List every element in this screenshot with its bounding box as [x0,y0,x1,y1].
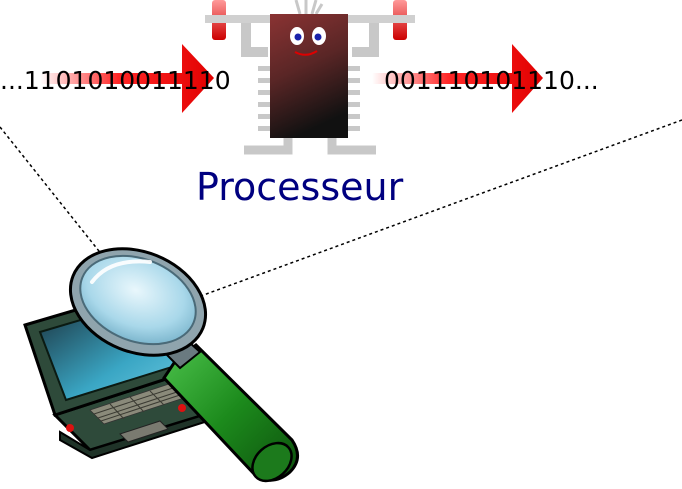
input-arrow [40,44,214,113]
processor-label: Processeur [196,165,404,209]
input-bitstream: ...1101010011110 [0,66,231,95]
output-bitstream: 001110101110... [384,66,599,95]
magnifying-glass-icon [68,247,299,483]
output-arrow [372,44,543,113]
zoom-line-left [0,126,143,306]
processor-chip-icon [205,0,415,155]
zoom-lines [0,119,682,309]
zoom-line-right [167,119,682,309]
